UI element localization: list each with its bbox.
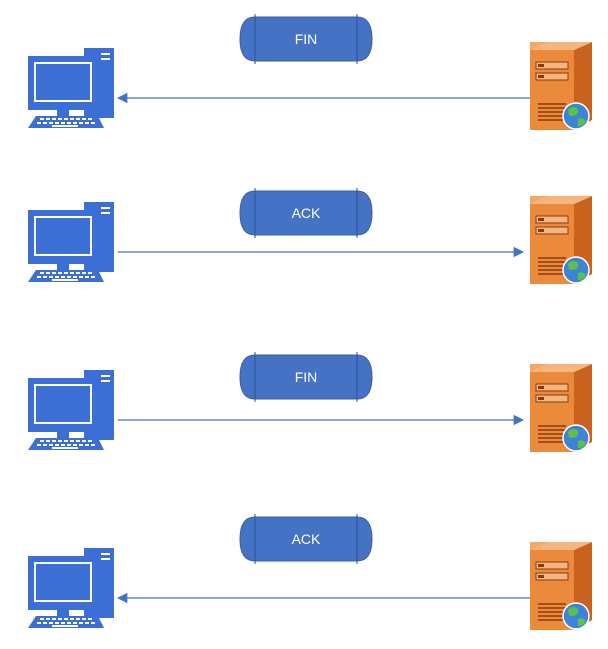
web-server-icon — [529, 364, 593, 453]
step-2: ACK — [28, 188, 593, 285]
message-label: ACK — [292, 531, 321, 547]
message-pill-fin: FIN — [239, 14, 373, 64]
desktop-computer-icon — [28, 370, 114, 450]
web-server-icon — [529, 42, 593, 131]
message-label: FIN — [295, 369, 318, 385]
step-4: ACK — [28, 514, 593, 631]
desktop-computer-icon — [28, 202, 114, 282]
message-pill-ack: ACK — [239, 188, 373, 238]
message-pill-fin: FIN — [239, 352, 373, 402]
web-server-icon — [529, 542, 593, 631]
message-pill-ack: ACK — [239, 514, 373, 564]
step-3: FIN — [28, 352, 593, 453]
message-label: ACK — [292, 205, 321, 221]
desktop-computer-icon — [28, 48, 114, 128]
desktop-computer-icon — [28, 548, 114, 628]
message-label: FIN — [295, 31, 318, 47]
step-1: FIN — [28, 14, 593, 131]
web-server-icon — [529, 196, 593, 285]
